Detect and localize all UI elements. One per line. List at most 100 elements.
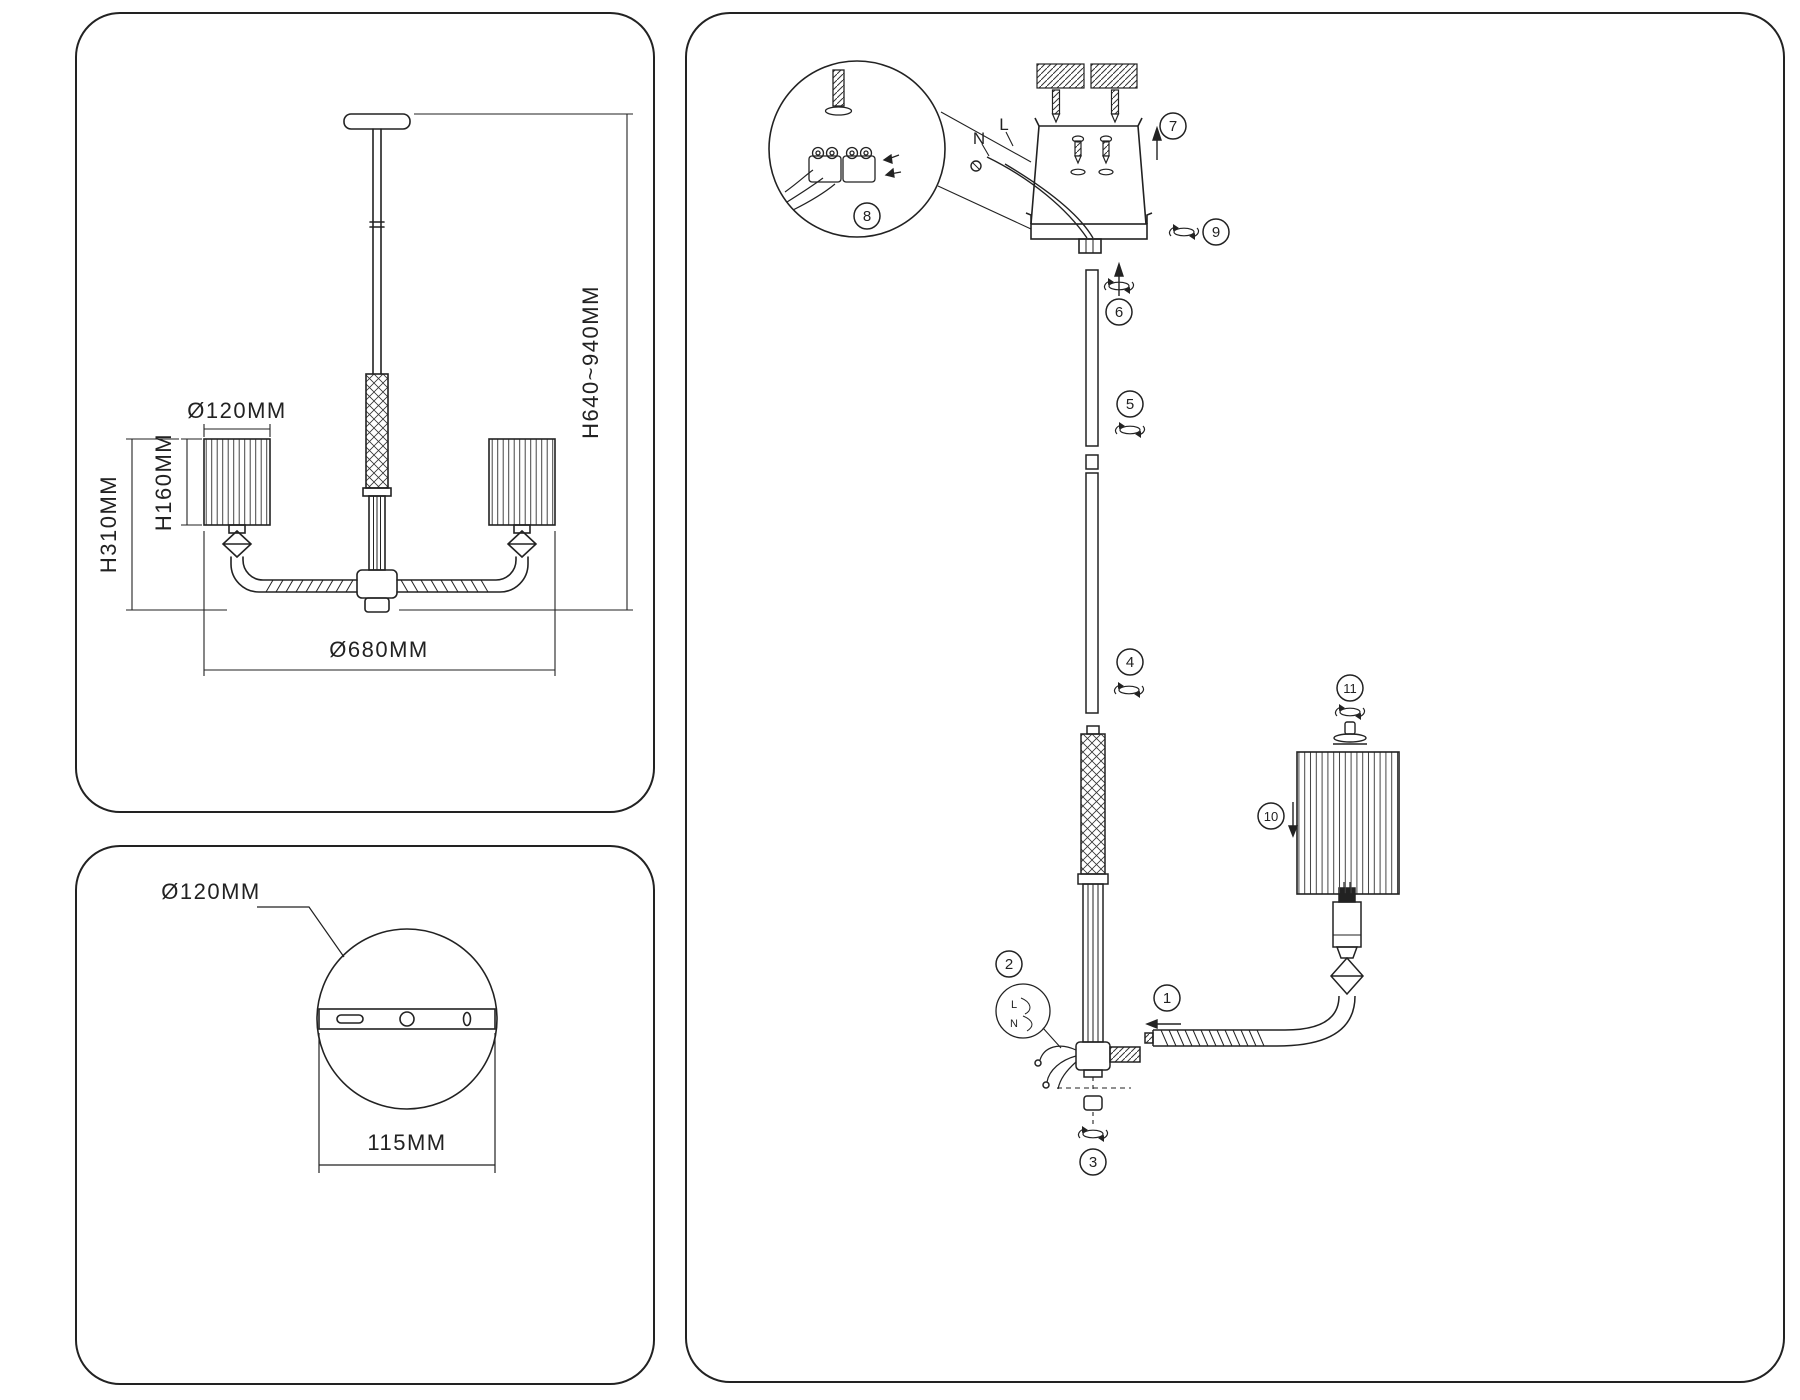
bracket-screw [1070,135,1086,176]
hub-bottom-cap [364,597,390,613]
upper-rod [1085,269,1099,447]
svg-text:2: 2 [1005,956,1013,973]
wiring-detail [768,60,1032,238]
terminal-block [808,155,842,183]
assembly-drawing: N L [768,60,1400,1176]
label-neutral: N [973,129,985,148]
mounting-bracket [1030,117,1147,225]
direction-arrows [1114,125,1299,1030]
hub-body [1075,1041,1111,1071]
dim-canopy-diameter: Ø120MM [161,879,260,904]
step-marker-10: 10 [1257,802,1285,830]
step-marker-9: 9 [1202,218,1230,246]
canopy-plate [1025,212,1153,254]
hub-arm-socket [1109,1046,1141,1063]
step-marker-8: 8 [853,202,881,230]
stem-rod [369,128,385,375]
lamp-shade [1296,751,1400,895]
left-shade [203,438,271,526]
step-marker-1: 1 [1153,984,1181,1012]
top-view-dimensions [257,906,496,1173]
dim-plate-width: 115MM [367,1130,446,1155]
dim-body-height: H310MM [96,475,121,573]
plate-side-hole [462,1011,472,1027]
arm-assembly [1144,882,1365,1047]
wires [784,169,836,211]
terminal-cover [1078,238,1102,254]
label-neutral-small: N [1010,1018,1018,1030]
plate-center-hole [399,1011,415,1027]
mains-cable [832,69,845,107]
canopy-wire [986,156,1088,239]
step-markers: 1 2 3 4 5 6 7 8 9 10 11 [853,112,1364,1176]
stem-collar [362,487,392,497]
right-arm [396,556,529,593]
insert-left-arrow [1145,1018,1181,1030]
svg-text:4: 4 [1126,654,1134,671]
insert-arrow [884,167,902,178]
rod-sections [1077,269,1109,1043]
mesh-column-cap [1086,725,1100,735]
hub-wires [1039,1045,1077,1090]
twist-icon [1113,681,1145,699]
detail-circle [768,60,946,238]
detail-leader-lines [937,111,1032,230]
arm-body [1152,995,1356,1047]
dim-overall-height: H640~940MM [578,285,603,439]
svg-text:11: 11 [1343,681,1357,696]
right-shade [488,438,556,526]
ceiling-screw [1110,89,1120,124]
dimension-lines [126,113,633,676]
arm-threaded-tip [1144,1032,1154,1044]
twist-icon [1168,223,1200,241]
svg-text:10: 10 [1264,809,1278,824]
svg-text:5: 5 [1126,396,1134,413]
top-view-panel: Ø120MM 115MM [75,845,655,1385]
step-marker-11: 11 [1336,674,1364,702]
screw-up-arrow [1114,261,1124,296]
step-marker-3: 3 [1079,1148,1107,1176]
terminal-block [842,155,876,183]
assembly-panel: N L [685,12,1785,1383]
lower-rod [1085,472,1099,714]
label-live-small: L [1011,999,1017,1011]
twist-icon [1077,1125,1109,1143]
candle-knob [1329,956,1365,996]
canopy-top-view [316,928,498,1110]
dim-shade-diameter: Ø120MM [187,398,286,423]
dim-shade-height: H160MM [151,433,176,531]
ground-screw [970,160,982,172]
step-marker-6: 6 [1105,298,1133,326]
mesh-column [1080,733,1106,875]
right-knob [506,529,538,559]
left-knob [221,529,253,559]
top-view-drawing: Ø120MM 115MM [161,879,498,1173]
stem-mesh-section [365,373,389,489]
push-up-arrow [1152,125,1162,160]
step-marker-5: 5 [1116,390,1144,418]
cable-washer [824,106,853,116]
hub-assembly [1034,1041,1141,1093]
ceiling [1036,63,1138,124]
candle-cup [1335,946,1359,959]
svg-text:6: 6 [1115,304,1123,321]
canopy-wire [1004,163,1094,239]
svg-text:9: 9 [1212,224,1220,241]
column-collar [1077,873,1109,885]
chandelier-front-view [203,113,556,613]
right-shade-neck [513,524,531,534]
bottom-finial [1083,1095,1103,1124]
front-view-drawing: Ø120MM H160MM H310MM Ø680MM H640~940MM [96,113,633,676]
svg-text:7: 7 [1169,118,1177,135]
left-shade-neck [228,524,246,534]
svg-text:1: 1 [1163,990,1171,1007]
bracket-screw [1098,135,1114,176]
plate-slot [336,1014,364,1024]
wire-labels [970,131,1094,239]
step-marker-2: 2 [995,950,1023,978]
insert-arrow [882,153,900,164]
shade-finial [1333,721,1367,745]
twist-icon [1114,421,1146,439]
center-hub [356,569,398,599]
